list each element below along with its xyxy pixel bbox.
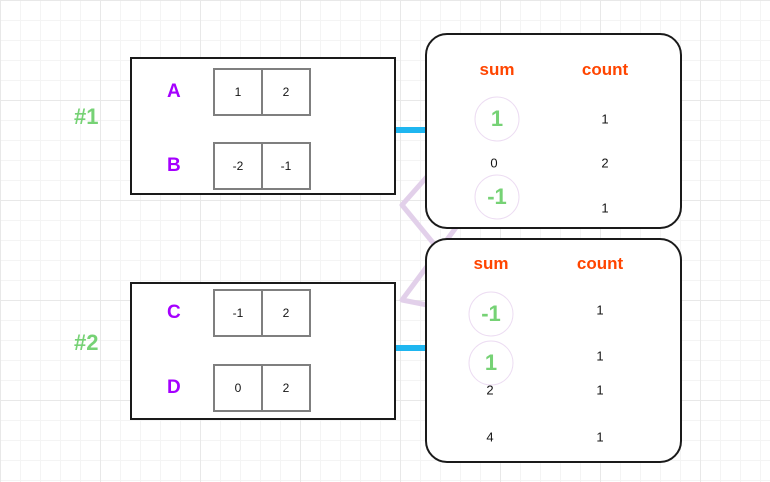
cell-pair-b[interactable]: -2 -1 — [213, 142, 311, 190]
cell-d-1[interactable]: 2 — [261, 364, 311, 412]
agg-panel-2[interactable] — [425, 238, 682, 463]
panel1-header-count: count — [581, 60, 629, 79]
row-label-b: B — [167, 155, 181, 176]
cell-a-1[interactable]: 2 — [261, 68, 311, 116]
cell-c-1[interactable]: 2 — [261, 289, 311, 337]
panel2-count-0: 1 — [596, 302, 604, 318]
panel1-sum-2: -1 — [487, 184, 507, 209]
panel2-sum-3: 4 — [486, 429, 494, 445]
group-index-2: #2 — [74, 330, 99, 355]
panel1-highlight-circle-2 — [474, 174, 520, 220]
cell-pair-c[interactable]: -1 2 — [213, 289, 311, 337]
panel2-count-2: 1 — [596, 382, 604, 398]
panel2-highlight-circle-0 — [468, 291, 514, 337]
panel2-sum-0: -1 — [481, 301, 501, 326]
panel2-count-1: 1 — [596, 348, 604, 364]
row-label-d: D — [167, 377, 181, 398]
cell-c-0[interactable]: -1 — [213, 289, 263, 337]
cell-pair-d[interactable]: 0 2 — [213, 364, 311, 412]
panel1-header-sum: sum — [479, 60, 515, 79]
panel1-sum-1: 0 — [490, 155, 498, 171]
panel2-header-sum: sum — [473, 254, 509, 273]
cell-pair-a[interactable]: 1 2 — [213, 68, 311, 116]
row-label-a: A — [167, 81, 181, 102]
panel1-highlight-circle-0 — [474, 96, 520, 142]
cell-b-0[interactable]: -2 — [213, 142, 263, 190]
panel1-count-1: 2 — [601, 155, 609, 171]
group-index-1: #1 — [74, 104, 99, 129]
panel2-sum-2: 2 — [486, 382, 494, 398]
panel2-header-count: count — [576, 254, 624, 273]
agg-panel-1[interactable] — [425, 33, 682, 229]
panel1-sum-0: 1 — [490, 106, 504, 131]
cell-d-0[interactable]: 0 — [213, 364, 263, 412]
panel1-count-0: 1 — [601, 111, 609, 127]
panel2-count-3: 1 — [596, 429, 604, 445]
panel2-highlight-circle-1 — [468, 340, 514, 386]
row-label-c: C — [167, 302, 181, 323]
panel1-count-2: 1 — [601, 200, 609, 216]
cell-a-0[interactable]: 1 — [213, 68, 263, 116]
panel2-sum-1: 1 — [484, 350, 498, 375]
cell-b-1[interactable]: -1 — [261, 142, 311, 190]
